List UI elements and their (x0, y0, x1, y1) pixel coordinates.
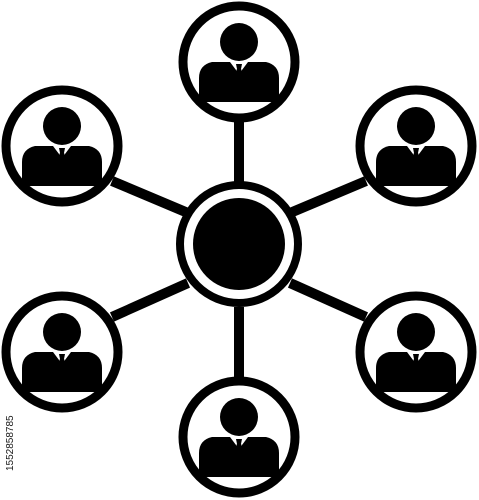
connection-lines (109, 117, 369, 381)
watermark-id: 1552858785 (5, 415, 16, 471)
person-upper-right (360, 90, 472, 202)
person-lower-left (6, 296, 118, 408)
spoke-upper-right (288, 176, 368, 218)
person-lower-right (360, 296, 472, 408)
spoke-upper-left (110, 176, 190, 218)
person-upper-left (6, 90, 118, 202)
hub-node (176, 181, 302, 307)
spoke-lower-right (287, 278, 369, 322)
person-top (183, 6, 295, 118)
spoke-lower-left (109, 278, 191, 322)
person-bottom (183, 381, 295, 493)
